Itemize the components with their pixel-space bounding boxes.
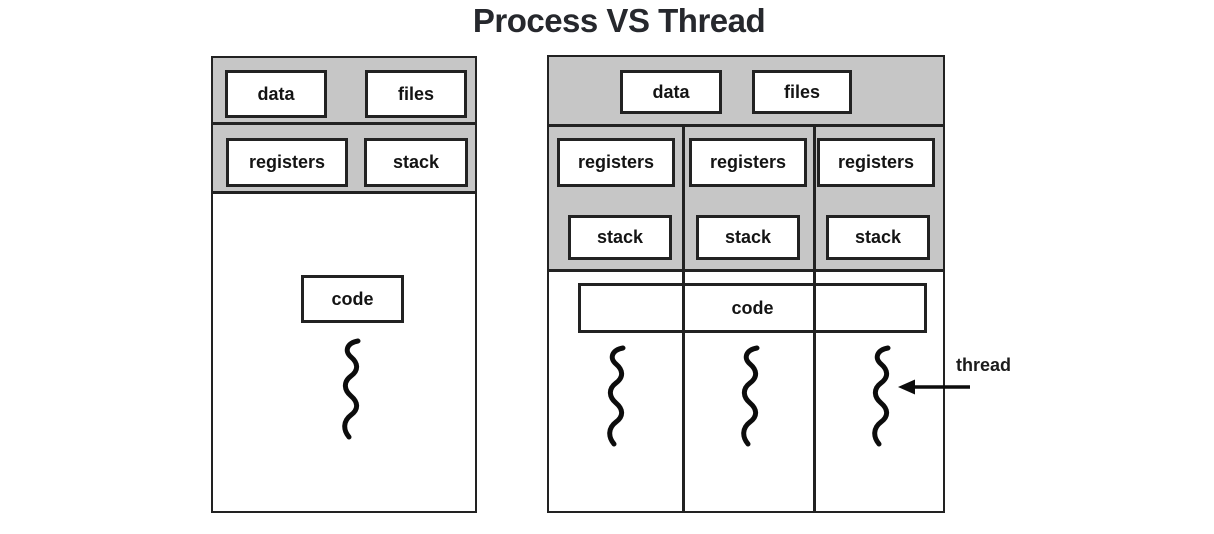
files-box: files — [752, 70, 852, 114]
files-box: files — [365, 70, 467, 118]
shared-data-files-section — [549, 57, 943, 127]
data-box: data — [620, 70, 722, 114]
single-thread-process-panel: data files registers stack code — [211, 56, 477, 513]
thread-squiggle-icon — [872, 345, 891, 447]
thread-arrow-icon — [898, 379, 970, 395]
data-box: data — [225, 70, 327, 118]
stack-box: stack — [826, 215, 930, 260]
multi-thread-process-panel: data files registers registers registers… — [547, 55, 945, 513]
column-divider — [813, 127, 816, 511]
registers-box: registers — [817, 138, 935, 187]
shared-code-box: code — [578, 283, 927, 333]
thread-squiggle-icon — [741, 345, 760, 447]
thread-squiggle-icon — [607, 345, 626, 447]
stack-box: stack — [696, 215, 800, 260]
stack-box: stack — [568, 215, 672, 260]
registers-box: registers — [689, 138, 807, 187]
registers-box: registers — [557, 138, 675, 187]
column-divider — [682, 127, 685, 511]
diagram-title: Process VS Thread — [472, 2, 766, 39]
stack-box: stack — [364, 138, 468, 187]
thread-label: thread — [956, 355, 1012, 375]
registers-box: registers — [226, 138, 348, 187]
code-box: code — [301, 275, 404, 323]
thread-squiggle-icon — [342, 338, 361, 440]
